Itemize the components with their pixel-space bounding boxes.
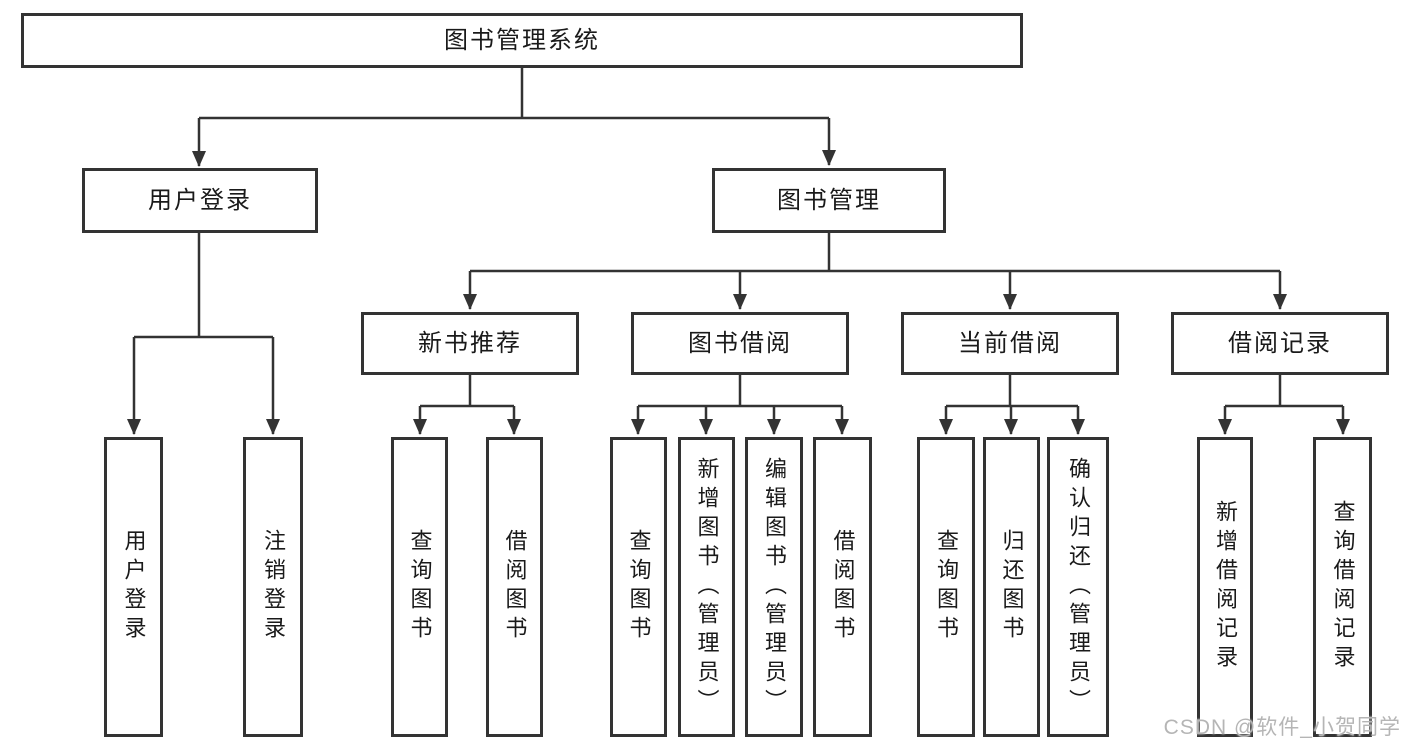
node-leaf-return-book: 归还图书: [983, 437, 1040, 737]
node-root: 图书管理系统: [21, 13, 1023, 68]
node-leaf-query-books-borrow: 查询图书: [610, 437, 667, 737]
node-leaf-query-borrow-record: 查询借阅记录: [1313, 437, 1372, 737]
node-leaf-logout: 注销登录: [243, 437, 303, 737]
node-book-management-label: 图书管理: [777, 186, 881, 214]
node-current-borrowing-label: 当前借阅: [958, 329, 1062, 357]
leaf-label: 查询图书: [934, 529, 959, 645]
node-borrow-records-label: 借阅记录: [1228, 329, 1332, 357]
leaf-label: 借阅图书: [830, 529, 856, 645]
node-book-borrowing: 图书借阅: [631, 312, 849, 375]
node-book-borrowing-label: 图书借阅: [688, 329, 792, 357]
node-leaf-borrow-books: 借阅图书: [813, 437, 872, 737]
leaf-label: 借阅图书: [502, 529, 528, 645]
leaf-label: 查询借阅记录: [1330, 500, 1356, 674]
node-leaf-confirm-return-admin: 确认归还（管理员）: [1047, 437, 1109, 737]
node-leaf-query-books-rec: 查询图书: [391, 437, 448, 737]
node-leaf-user-login: 用户登录: [104, 437, 163, 737]
node-leaf-add-borrow-record: 新增借阅记录: [1197, 437, 1253, 737]
node-leaf-borrow-books-rec: 借阅图书: [486, 437, 543, 737]
node-borrow-records: 借阅记录: [1171, 312, 1389, 375]
node-leaf-add-book-admin: 新增图书（管理员）: [678, 437, 735, 737]
node-leaf-edit-book-admin: 编辑图书（管理员）: [745, 437, 803, 737]
node-root-label: 图书管理系统: [444, 26, 600, 54]
leaf-label: 编辑图书（管理员）: [762, 456, 787, 718]
csdn-watermark: CSDN @软件_小贺同学: [1163, 716, 1401, 739]
leaf-label: 用户登录: [121, 529, 147, 645]
leaf-label: 新增图书（管理员）: [694, 456, 720, 718]
leaf-label: 确认归还（管理员）: [1066, 456, 1091, 718]
leaf-label: 新增借阅记录: [1213, 500, 1238, 674]
node-leaf-query-books-current: 查询图书: [917, 437, 975, 737]
node-user-login-label: 用户登录: [148, 186, 252, 214]
node-user-login: 用户登录: [82, 168, 318, 233]
leaf-label: 查询图书: [626, 529, 652, 645]
leaf-label: 注销登录: [261, 529, 286, 645]
leaf-label: 归还图书: [999, 529, 1025, 645]
node-new-book-recommend-label: 新书推荐: [418, 329, 522, 357]
node-new-book-recommend: 新书推荐: [361, 312, 579, 375]
node-current-borrowing: 当前借阅: [901, 312, 1119, 375]
leaf-label: 查询图书: [407, 529, 433, 645]
node-book-management: 图书管理: [712, 168, 946, 233]
